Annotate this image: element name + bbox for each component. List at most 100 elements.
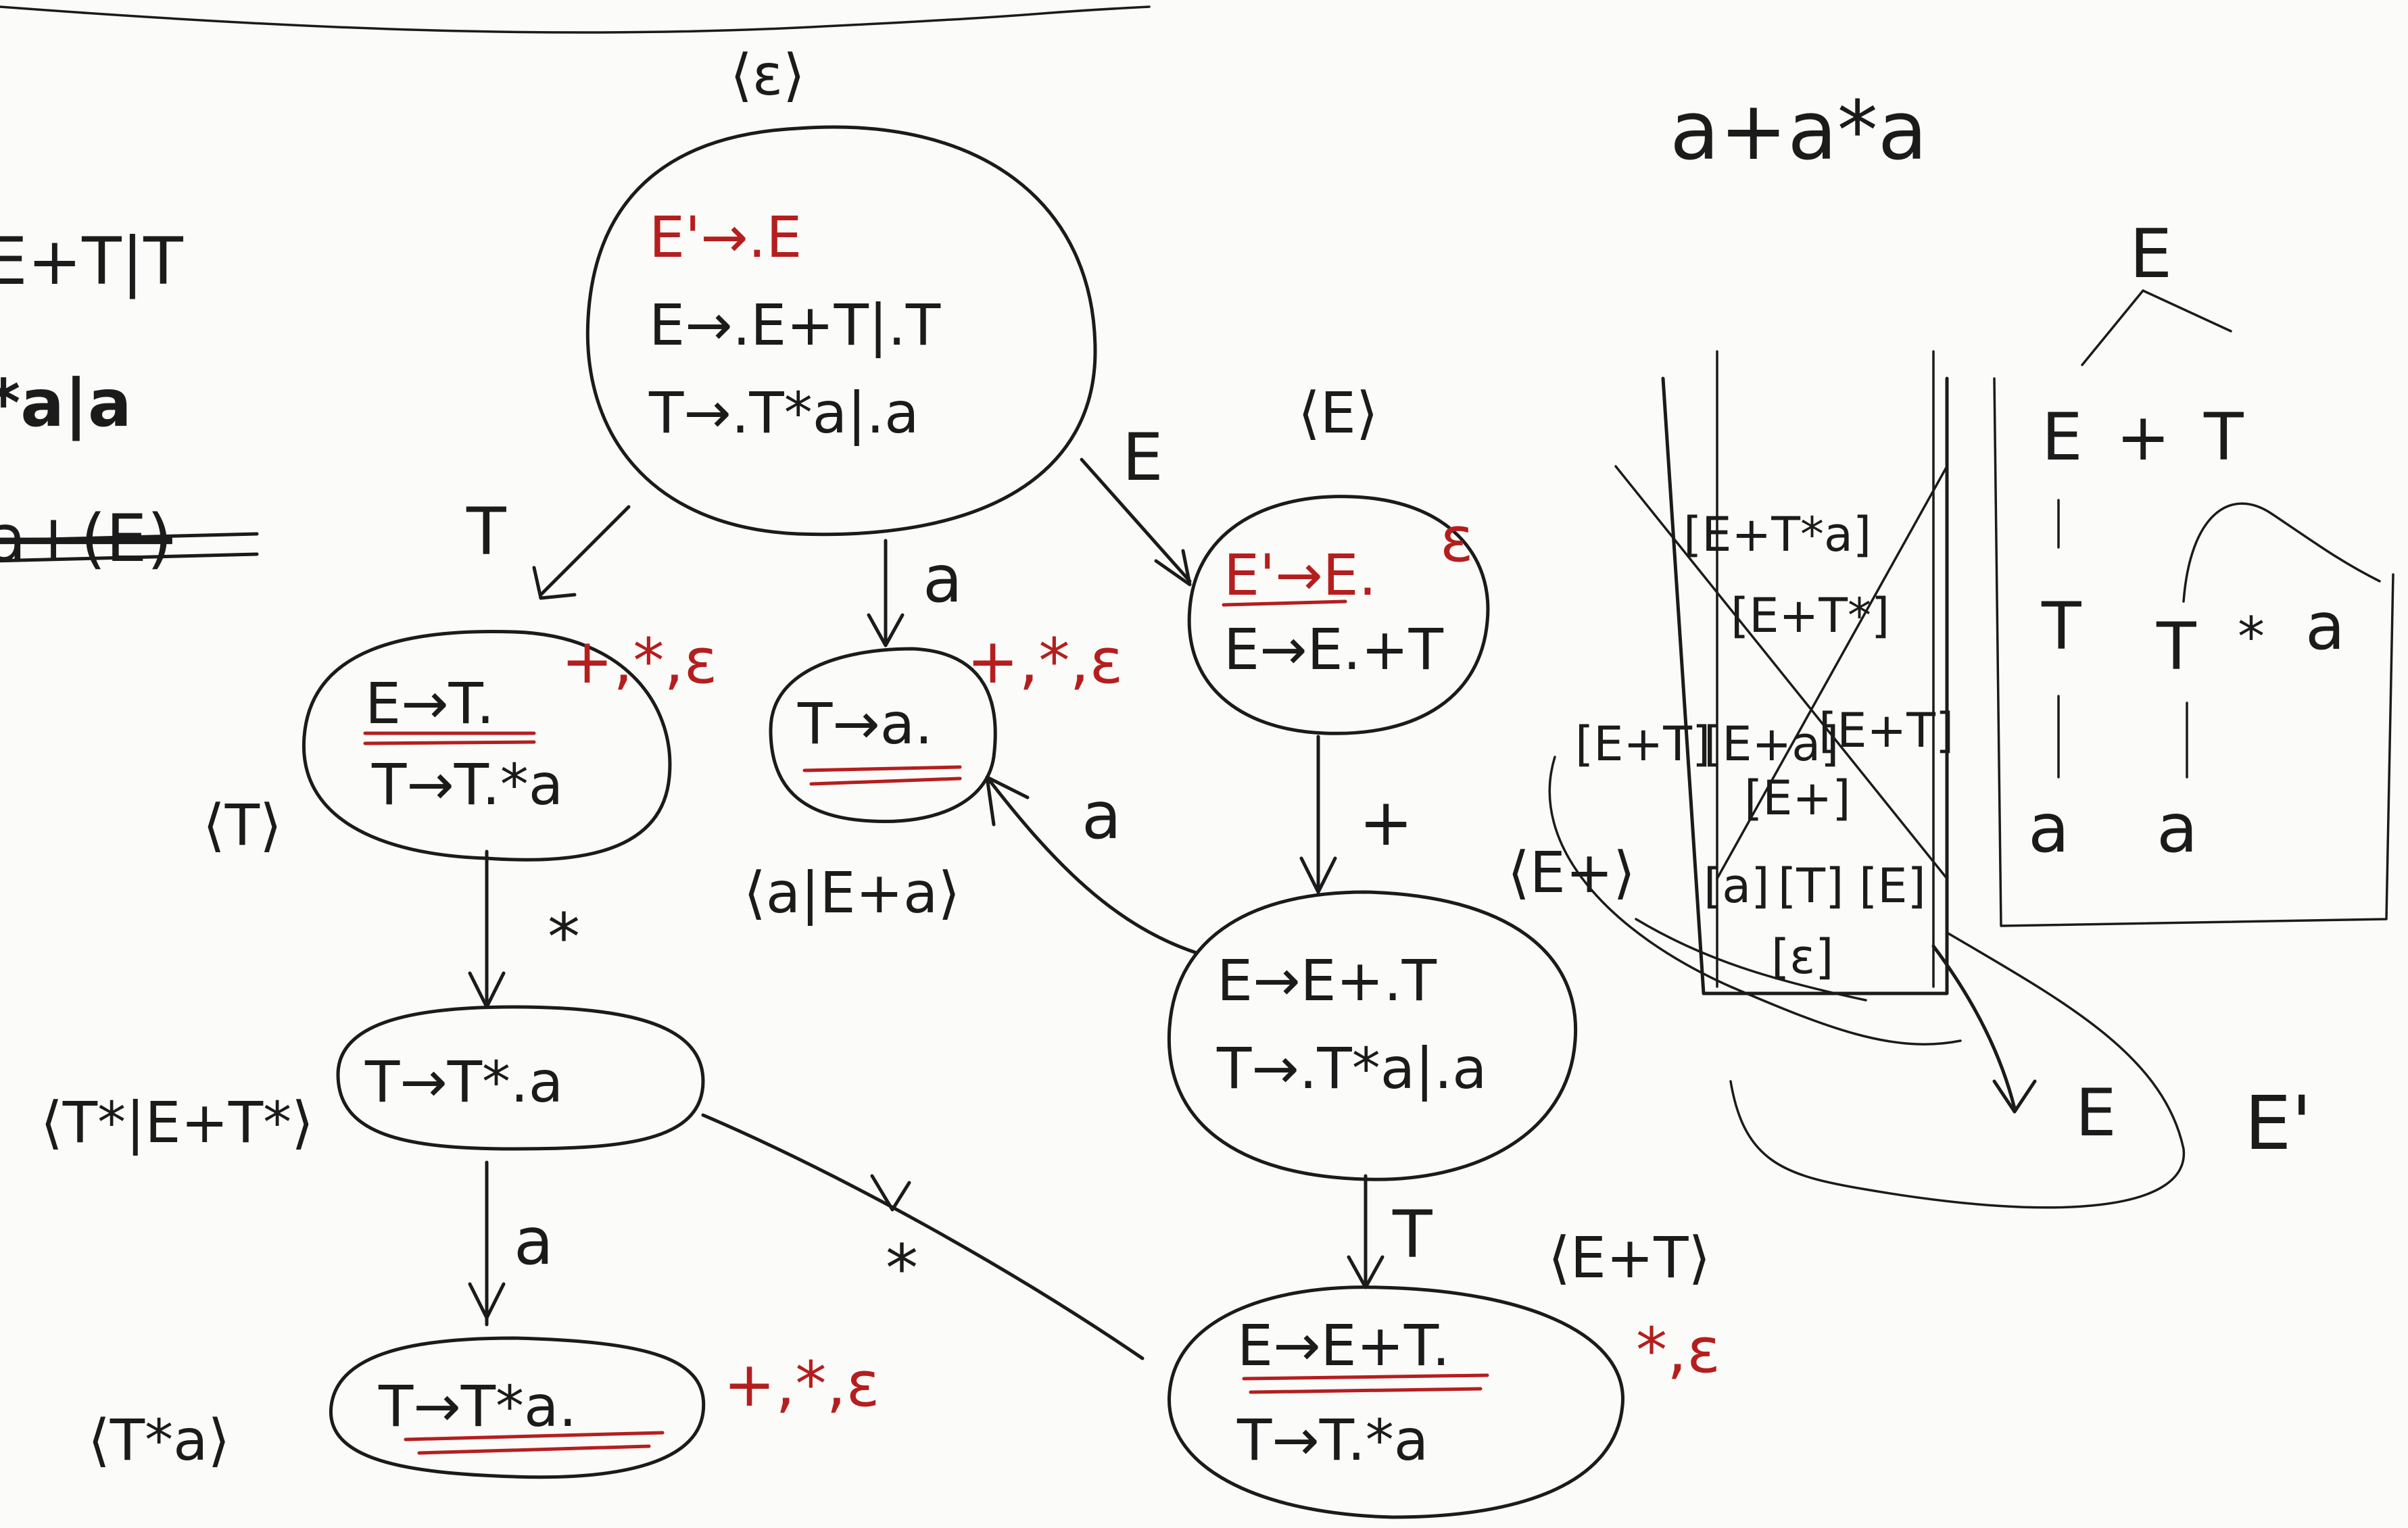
state-s0-item-3: T→.T*a|.a bbox=[648, 380, 919, 446]
state-s6-item-1: T→T*a. bbox=[378, 1373, 577, 1439]
tree-subtree-hook bbox=[2182, 502, 2381, 603]
edge-label-s4-s6: a bbox=[514, 1204, 554, 1279]
arrowhead-s3-s5 bbox=[1299, 856, 1337, 894]
edge-label-s1-s4: * bbox=[548, 899, 580, 975]
stack-scribble-1 bbox=[1548, 756, 1962, 1045]
stack-item-10: [ε] bbox=[1771, 929, 1833, 985]
state-s2: ⟨a|E+a⟩ T→a. +,*,ε bbox=[744, 625, 1123, 926]
state-s2-lookahead: +,*,ε bbox=[967, 625, 1123, 697]
state-s1: ⟨T⟩ E→T. T→T.*a +,*,ε bbox=[203, 625, 717, 862]
state-s3-bubble bbox=[1187, 495, 1490, 735]
tree-frame bbox=[1993, 377, 2394, 927]
stack-item-3: [E+T] bbox=[1575, 716, 1710, 772]
arrowhead-s7-s4 bbox=[870, 1174, 911, 1212]
state-s6-lookahead: +,*,ε bbox=[723, 1348, 880, 1421]
arrowhead-s4-s6 bbox=[468, 1282, 506, 1320]
state-s1-reduce-underline bbox=[363, 731, 536, 745]
tree-root-branches bbox=[2081, 289, 2232, 366]
stack-cross-out bbox=[1614, 465, 1948, 880]
state-s3: ⟨E⟩ E'→E. E→E.+T ε bbox=[1187, 380, 1490, 735]
state-s2-prefix: ⟨a|E+a⟩ bbox=[744, 860, 960, 926]
stack-outline bbox=[1661, 376, 1949, 995]
input-string: a+a*a bbox=[1670, 84, 1927, 178]
stack-item-7: [a] bbox=[1704, 858, 1770, 914]
state-s0-item-2: E→.E+T|.T bbox=[649, 292, 941, 358]
edge-s7-s4 bbox=[701, 1113, 1145, 1360]
transition-labels: T a E * + a a T * bbox=[466, 420, 1432, 1306]
goal-prime-label: E' bbox=[2244, 1080, 2312, 1166]
stack-item-5: [E+T] bbox=[1819, 703, 1954, 758]
tree-l2-a: a bbox=[2305, 589, 2345, 664]
state-s0-item-1: E'→.E bbox=[649, 204, 802, 270]
tree-l1-e: E bbox=[2042, 399, 2083, 475]
stack-item-8: [T] bbox=[1778, 858, 1844, 914]
state-s0-prefix: ⟨ε⟩ bbox=[730, 42, 805, 108]
edge-label-s0-s3: E bbox=[1122, 420, 1163, 495]
state-s5-bubble bbox=[1167, 890, 1578, 1181]
state-s1-item-1: E→T. bbox=[365, 670, 495, 737]
state-s0-bubble bbox=[585, 125, 1097, 537]
state-s1-bubble bbox=[302, 630, 672, 862]
state-s7: ⟨E+T⟩ E→E+T. T→T.*a *,ε bbox=[1167, 1225, 1720, 1519]
tree-l2-t-right: T bbox=[2156, 609, 2196, 685]
edge-label-s5-s2: a bbox=[1082, 778, 1122, 854]
state-s6-prefix: ⟨T*a⟩ bbox=[88, 1407, 230, 1473]
stack-item-6: [E+] bbox=[1744, 770, 1851, 826]
tree-l1-plus: + bbox=[2116, 399, 2170, 475]
stack-item-9: [E] bbox=[1859, 858, 1926, 914]
state-s2-bubble bbox=[769, 647, 997, 824]
state-s3-reduce-underline bbox=[1222, 599, 1347, 607]
tree-l1-t: T bbox=[2203, 399, 2244, 475]
edge-s5-s2 bbox=[985, 775, 1199, 955]
state-s5-prefix: ⟨E+⟩ bbox=[1508, 839, 1635, 906]
state-s5: ⟨E+⟩ E→E+.T T→.T*a|.a bbox=[1167, 839, 1635, 1181]
tree-l3-a-right: a bbox=[2157, 789, 2198, 868]
tree-l2-star: * bbox=[2238, 606, 2265, 668]
state-s1-lookahead: +,*,ε bbox=[561, 625, 717, 697]
state-s5-item-1: E→E+.T bbox=[1217, 947, 1437, 1014]
stack-scribble-2 bbox=[1635, 918, 1867, 1002]
state-s6: ⟨T*a⟩ T→T*a. +,*,ε bbox=[88, 1336, 880, 1479]
state-s3-item-1: E'→E. bbox=[1224, 542, 1376, 608]
grammar-strike-lines bbox=[0, 532, 259, 563]
stack-item-2: [E+T*] bbox=[1731, 588, 1889, 643]
state-s4-item-1: T→T*.a bbox=[364, 1049, 563, 1115]
top-paper-edge bbox=[0, 5, 1151, 34]
state-s1-item-2: T→T.*a bbox=[371, 751, 563, 818]
tree-root: E bbox=[2129, 214, 2172, 293]
state-s3-item-2: E→E.+T bbox=[1224, 616, 1444, 683]
state-s4: ⟨T*|E+T*⟩ T→T*.a bbox=[41, 1005, 705, 1156]
state-s5-item-2: T→.T*a|.a bbox=[1216, 1035, 1487, 1102]
state-s4-bubble bbox=[336, 1005, 705, 1151]
edge-label-s0-s1: T bbox=[466, 494, 506, 570]
state-s7-item-1: E→E+T. bbox=[1237, 1312, 1450, 1379]
stack-item-4: [E+a] bbox=[1704, 716, 1839, 772]
arrowhead-s0-s1 bbox=[532, 566, 577, 600]
stack-inner-walls bbox=[1716, 350, 1935, 988]
tree-l3-a-left: a bbox=[2028, 789, 2069, 868]
stack-item-1: [E+T*a] bbox=[1683, 507, 1871, 562]
state-s7-item-2: T→T.*a bbox=[1236, 1407, 1428, 1473]
state-s6-bubble bbox=[329, 1336, 706, 1479]
edge-s0-s3 bbox=[1080, 458, 1192, 583]
state-s3-prefix: ⟨E⟩ bbox=[1298, 380, 1378, 446]
state-s2-item-1: T→a. bbox=[797, 691, 933, 757]
tree-edges-level3 bbox=[2057, 695, 2188, 779]
parse-tree: E E + T T T * a a a bbox=[1993, 214, 2394, 927]
state-s1-prefix: ⟨T⟩ bbox=[203, 792, 282, 858]
state-s0: ⟨ε⟩ E'→.E E→.E+T|.T T→.T*a|.a bbox=[585, 42, 1097, 537]
state-s7-bubble bbox=[1167, 1285, 1624, 1519]
state-s4-prefix: ⟨T*|E+T*⟩ bbox=[41, 1089, 314, 1156]
state-s7-lookahead: *,ε bbox=[1636, 1314, 1720, 1387]
arrowhead-s0-s2 bbox=[867, 613, 905, 647]
arrowhead-s0-s3 bbox=[1154, 549, 1192, 587]
goal-label: E bbox=[2075, 1075, 2117, 1151]
state-s2-reduce-underline bbox=[802, 765, 962, 786]
goal-arrowhead bbox=[1992, 1079, 2037, 1114]
state-s6-reduce-underline bbox=[404, 1431, 665, 1455]
edge-label-s3-s5: + bbox=[1359, 785, 1413, 860]
state-s7-prefix: ⟨E+T⟩ bbox=[1548, 1225, 1710, 1291]
state-s7-reduce-underline bbox=[1242, 1373, 1489, 1394]
grammar-line-1: E+T|T bbox=[0, 224, 183, 300]
